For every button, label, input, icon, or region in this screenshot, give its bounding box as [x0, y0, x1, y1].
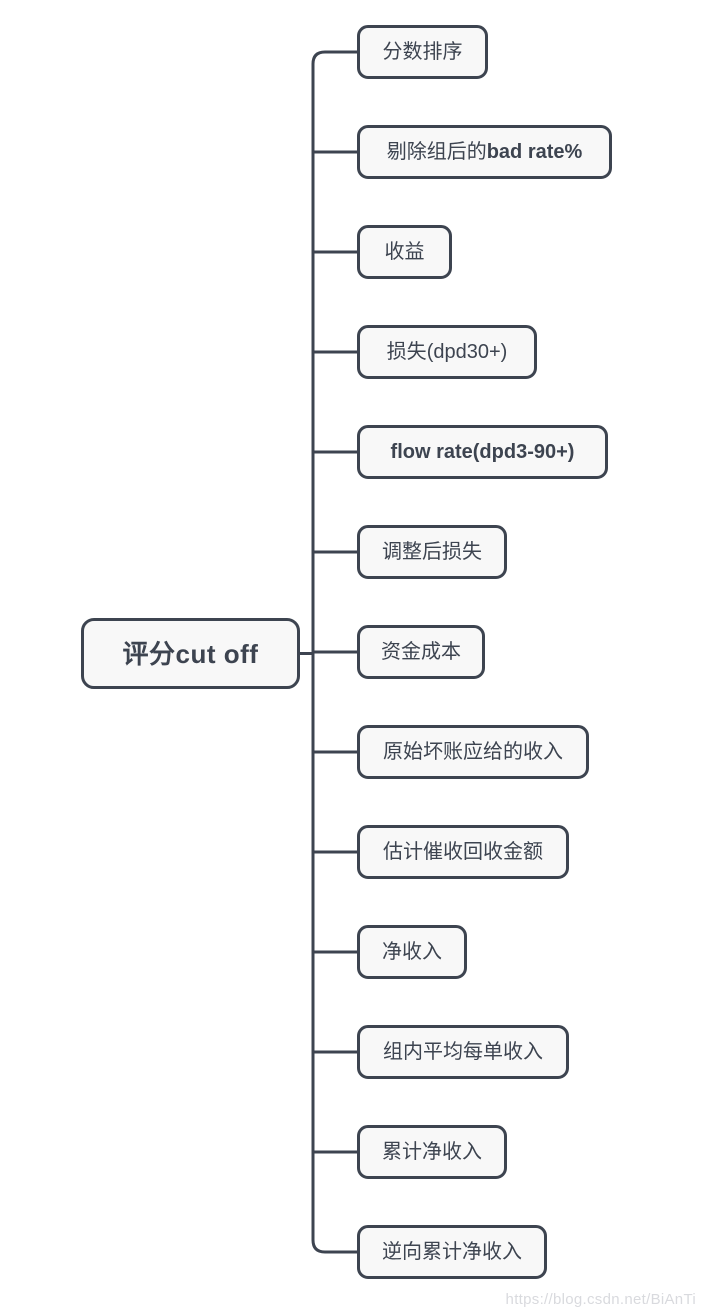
child-node-label: 损失(dpd30+) — [386, 341, 508, 363]
child-node[interactable]: 原始坏账应给的收入 — [357, 725, 589, 779]
child-node-label: 调整后损失 — [382, 541, 482, 563]
child-node[interactable]: flow rate(dpd3-90+) — [357, 425, 608, 479]
child-node-label: 资金成本 — [381, 641, 461, 663]
child-node-label: 估计催收回收金额 — [383, 841, 543, 863]
child-node[interactable]: 收益 — [357, 225, 452, 279]
child-node[interactable]: 组内平均每单收入 — [357, 1025, 569, 1079]
child-node[interactable]: 净收入 — [357, 925, 467, 979]
watermark: https://blog.csdn.net/BiAnTi — [505, 1291, 696, 1308]
child-node-label: 剔除组后的bad rate% — [386, 141, 583, 163]
child-node-label: 净收入 — [382, 941, 442, 963]
child-node-label: 分数排序 — [382, 41, 463, 63]
child-node-label: 原始坏账应给的收入 — [383, 741, 563, 763]
child-node[interactable]: 累计净收入 — [357, 1125, 507, 1179]
root-node-label: 评分cut off — [122, 638, 259, 669]
child-node-label: 组内平均每单收入 — [383, 1041, 543, 1063]
child-node-label: flow rate(dpd3-90+) — [390, 441, 575, 463]
child-node[interactable]: 逆向累计净收入 — [357, 1225, 547, 1279]
child-node[interactable]: 估计催收回收金额 — [357, 825, 569, 879]
child-node[interactable]: 剔除组后的bad rate% — [357, 125, 612, 179]
child-node-label: 累计净收入 — [382, 1141, 482, 1163]
child-node-label: 收益 — [384, 241, 425, 263]
child-node[interactable]: 资金成本 — [357, 625, 485, 679]
child-node[interactable]: 分数排序 — [357, 25, 488, 79]
child-node[interactable]: 调整后损失 — [357, 525, 507, 579]
child-node-label: 逆向累计净收入 — [382, 1241, 522, 1263]
child-node[interactable]: 损失(dpd30+) — [357, 325, 537, 379]
root-node[interactable]: 评分cut off — [81, 618, 300, 689]
